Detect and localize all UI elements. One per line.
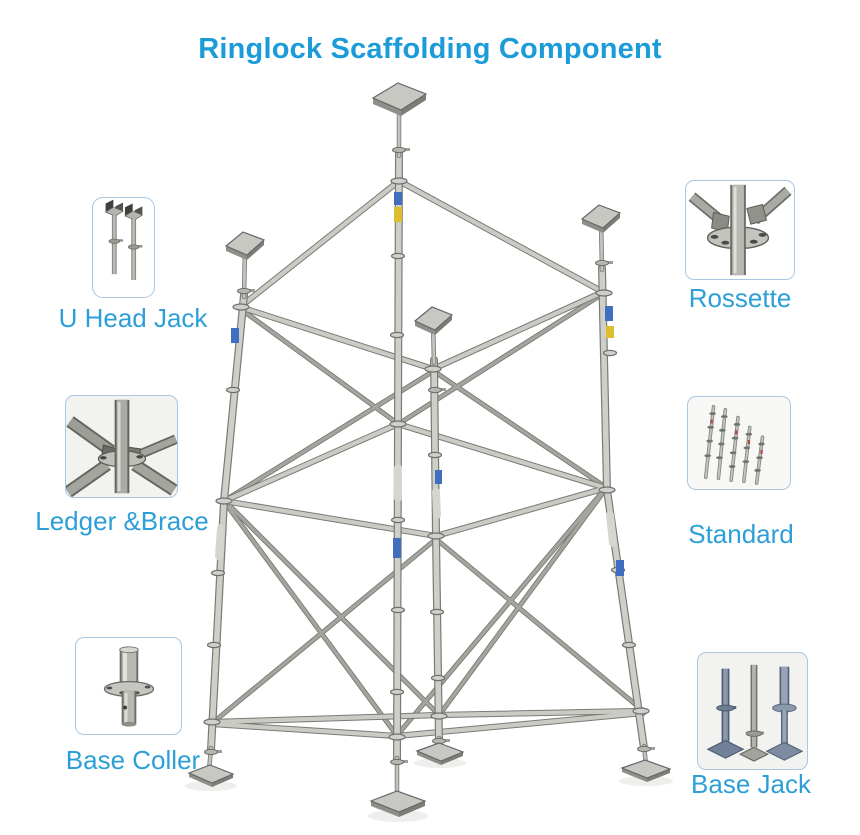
standard-photo — [703, 405, 765, 485]
horizontal-ledgers — [213, 181, 643, 736]
card-ledger-brace — [65, 395, 178, 498]
base-jack-photo — [706, 664, 804, 762]
card-base-jack — [697, 652, 808, 770]
base-coller-photo — [103, 646, 155, 727]
ledger-brace-photo — [66, 399, 177, 497]
card-u-head-jack — [92, 197, 155, 298]
card-base-coller — [75, 637, 182, 735]
adjustment-nuts — [204, 146, 655, 766]
u-head-jack-label: U Head Jack — [58, 303, 208, 333]
u-head-jack-photo — [104, 199, 144, 280]
rossette-label: Rossette — [688, 283, 792, 313]
post-labels — [231, 192, 624, 576]
vertical-standards — [209, 96, 646, 800]
base-jack-label: Base Jack — [691, 769, 811, 799]
rosettes — [203, 177, 650, 741]
base-coller-label: Base Coller — [65, 745, 201, 775]
page-title: Ringlock Scaffolding Component — [198, 33, 662, 65]
standard-label: Standard — [688, 519, 794, 549]
u-head-top-plates — [224, 82, 622, 335]
card-standard — [687, 396, 791, 490]
card-rossette — [685, 180, 795, 280]
rossette-photo — [688, 184, 792, 276]
diagonal-braces — [216, 295, 641, 733]
ledger-brace-label: Ledger &Brace — [35, 506, 209, 536]
base-plates — [187, 742, 672, 817]
